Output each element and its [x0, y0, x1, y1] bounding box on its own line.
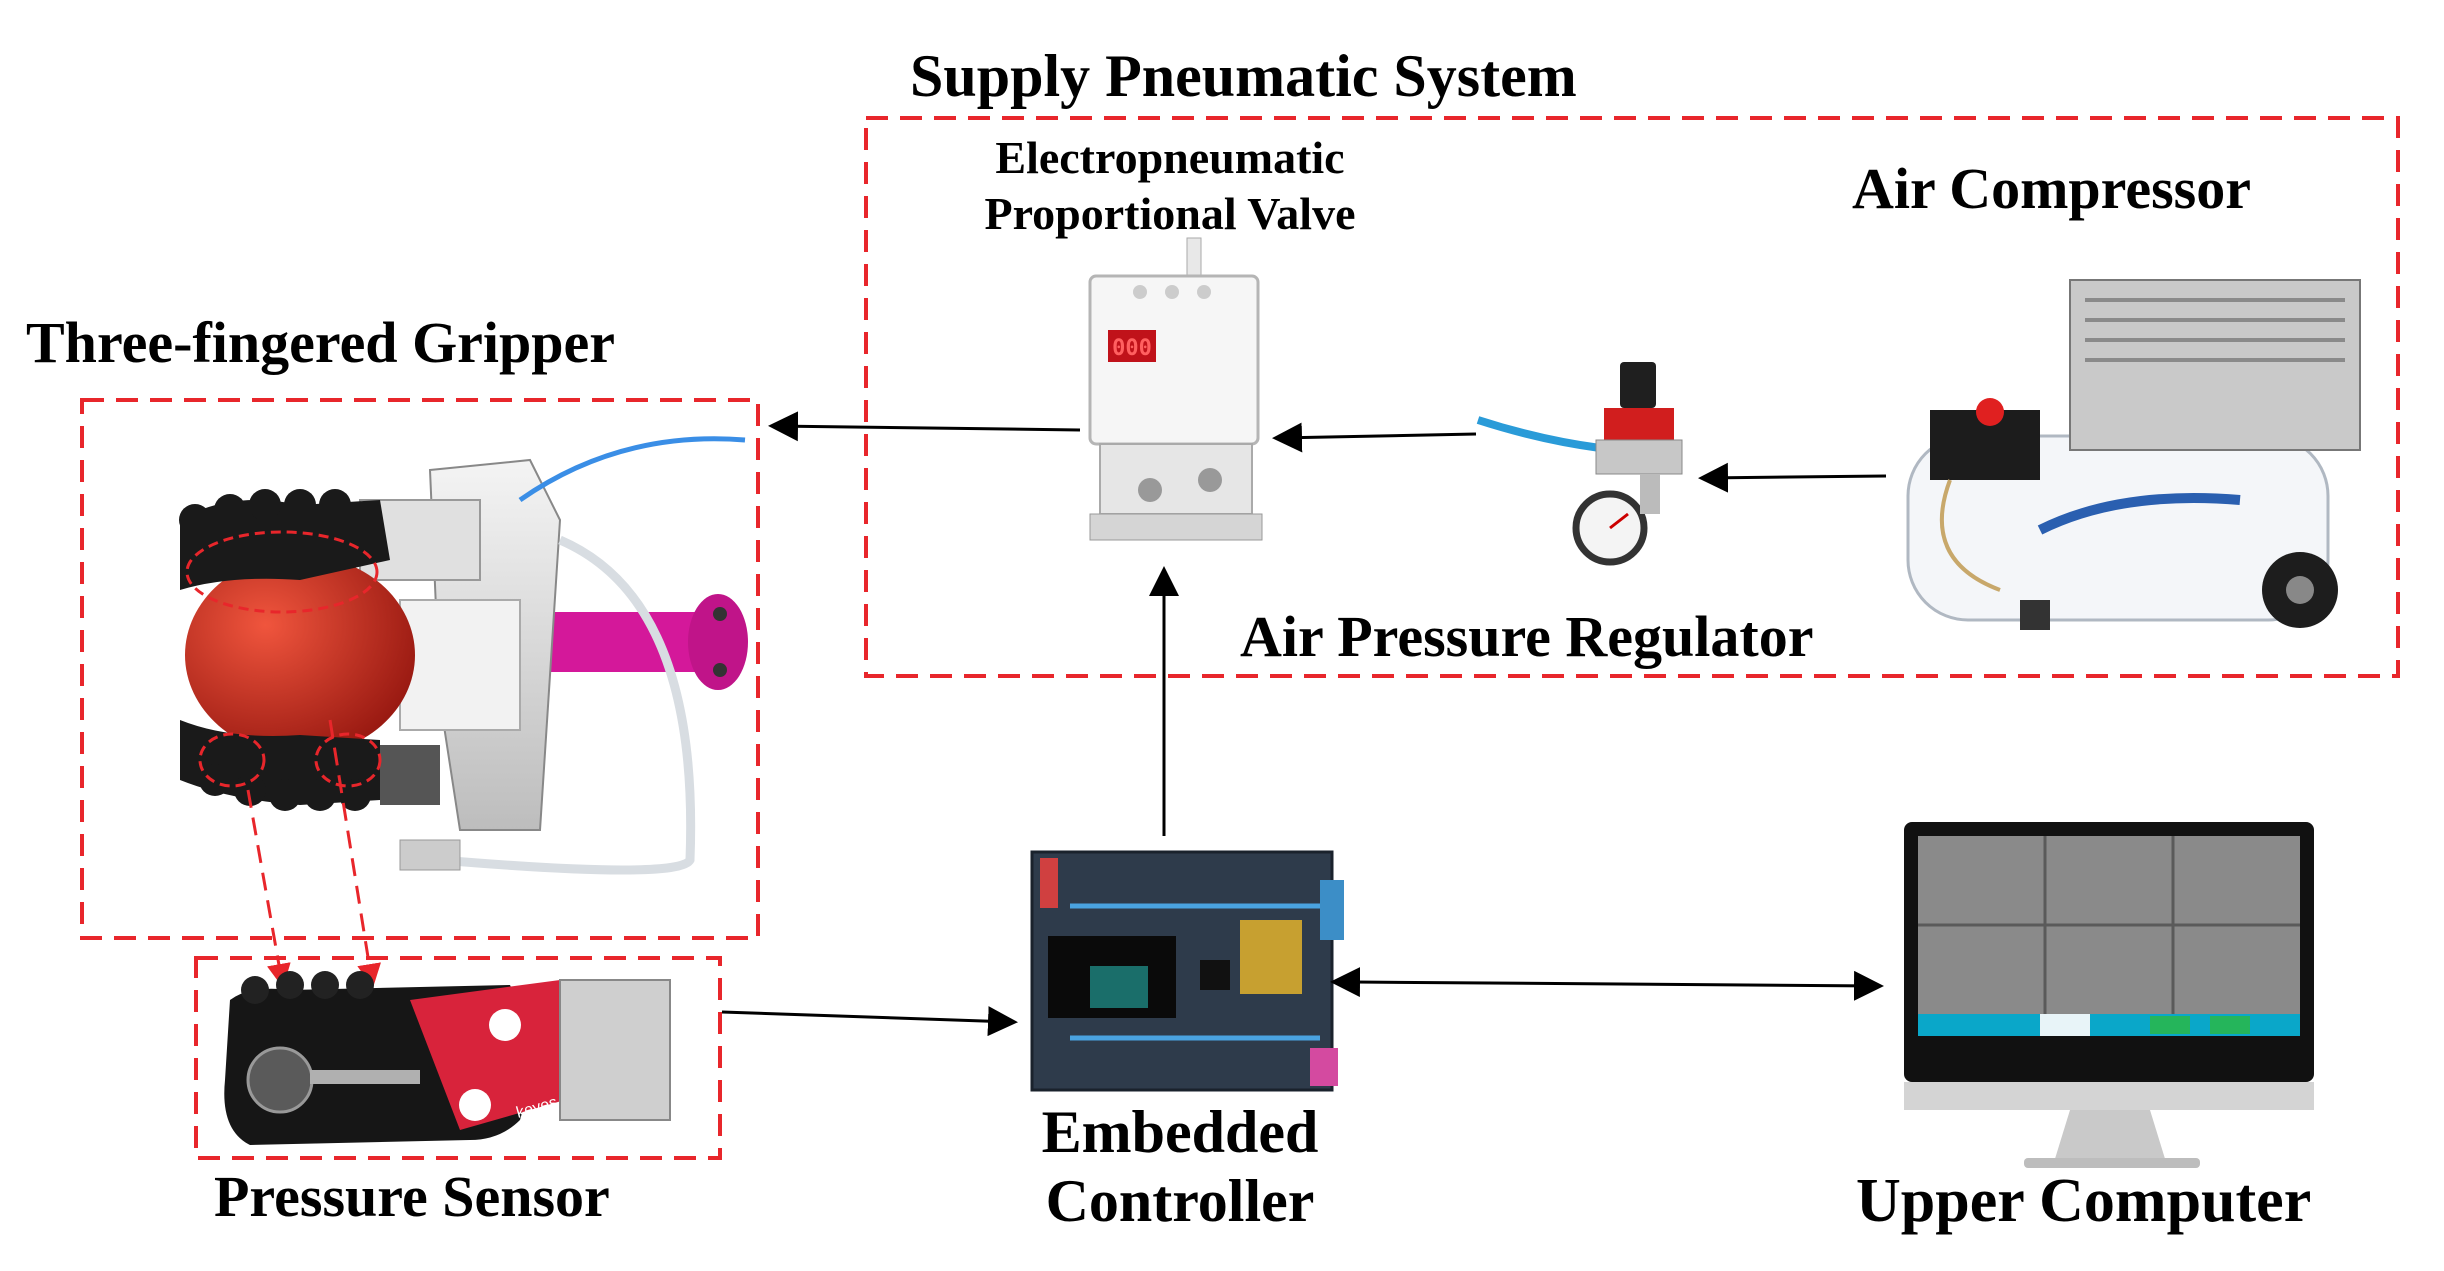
- valve-label-line2: Proportional Valve: [984, 188, 1356, 240]
- regulator-image: [1476, 362, 1683, 566]
- valve-label-line1: Electropneumatic: [995, 132, 1345, 183]
- regulator-label: Air Pressure Regulator: [1240, 604, 1814, 669]
- arrow-regulator-to-valve: [1272, 422, 1477, 453]
- upper-computer-label: Upper Computer: [1856, 1167, 2312, 1235]
- valve-image: 000: [1088, 237, 1263, 541]
- gripper-label: Three-fingered Gripper: [26, 310, 616, 375]
- gripper-box: [80, 398, 760, 940]
- pressure-sensor-label: Pressure Sensor: [214, 1164, 610, 1229]
- controller-label-line1: Embedded: [1041, 1099, 1319, 1165]
- arrow-controller-computer: [1330, 967, 1884, 1001]
- apple: [185, 555, 415, 755]
- valve-label: Electropneumatic Proportional Valve: [890, 130, 1450, 242]
- arrow-sensor-to-controller: [721, 1006, 1018, 1037]
- upper-computer-image: [1904, 822, 2314, 1168]
- supply-system-box: [864, 116, 2400, 678]
- gripper-image: [179, 436, 748, 988]
- arrow-valve-to-gripper: [768, 411, 1081, 442]
- compressor-image: [1906, 279, 2361, 630]
- controller-image: [1030, 850, 1344, 1092]
- controller-label: Embedded Controller: [990, 1098, 1370, 1236]
- pressure-sensor-image: keyes: [224, 971, 671, 1145]
- controller-label-line2: Controller: [1045, 1168, 1315, 1234]
- valve-display-text: 000: [1112, 336, 1152, 361]
- air-compressor-label: Air Compressor: [1852, 156, 2251, 221]
- sensor-box: [194, 956, 722, 1160]
- supply-system-title: Supply Pneumatic System: [910, 43, 1577, 109]
- arrow-compressor-to-regulator: [1698, 462, 1887, 493]
